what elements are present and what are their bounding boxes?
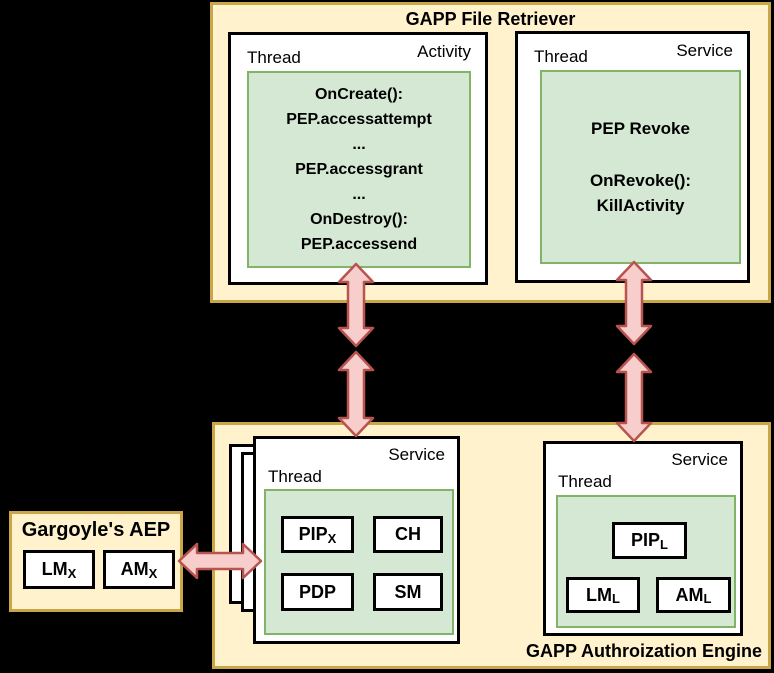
revoke-type-label: Service xyxy=(676,41,733,60)
local-type-label: Service xyxy=(671,450,728,469)
activity-unit-box: Thread Activity OnCreate(): PEP.accessat… xyxy=(228,32,488,285)
component-box-ch: CH xyxy=(373,516,443,553)
code-line: OnCreate(): xyxy=(314,86,403,103)
component-box-pdp: PDP xyxy=(281,573,354,611)
gapp-auth-engine-title: GAPP Authroization Engine xyxy=(525,641,762,661)
code-line: ... xyxy=(352,136,366,153)
gapp-file-retriever-title: GAPP File Retriever xyxy=(405,9,576,29)
code-line: OnRevoke(): xyxy=(589,171,692,190)
component-box-sm: SM xyxy=(373,573,443,611)
revoke-code-block: PEP Revoke OnRevoke(): KillActivity xyxy=(540,70,741,264)
code-line: PEP Revoke xyxy=(591,119,690,138)
code-line: PEP.accessend xyxy=(300,236,418,253)
activity-type-label: Activity xyxy=(417,42,471,61)
revoke-thread-label: Thread xyxy=(534,47,588,66)
revoke-service-box: Thread Service PEP Revoke OnRevoke(): Ki… xyxy=(515,31,750,283)
code-line: OnDestroy(): xyxy=(310,211,408,228)
gargoyle-aep-title: Gargoyle's AEP xyxy=(21,519,171,541)
activity-thread-label: Thread xyxy=(247,48,301,67)
code-line: ... xyxy=(352,186,366,203)
xacml-type-label: Service xyxy=(388,445,445,464)
code-line: KillActivity xyxy=(596,196,685,215)
code-line: PEP.accessattempt xyxy=(286,111,432,128)
xacml-thread-label: Thread xyxy=(268,467,322,486)
local-thread-label: Thread xyxy=(558,472,612,491)
activity-code-block: OnCreate(): PEP.accessattempt ... PEP.ac… xyxy=(247,71,471,268)
code-line: PEP.accessgrant xyxy=(295,161,423,178)
